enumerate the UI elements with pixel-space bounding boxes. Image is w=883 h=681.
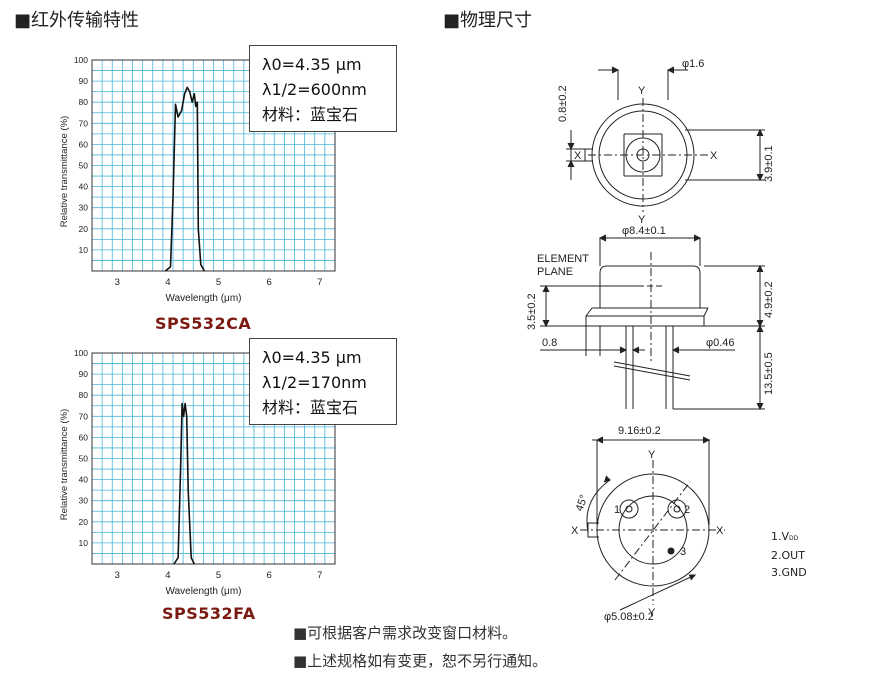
y-tick-label: 50 [79,161,89,171]
dim-phi508: φ5.08±0.2 [604,611,654,623]
y-tick-label: 90 [79,369,89,379]
x-tick-label: 4 [165,277,170,288]
dim-39: 3.9±0.1 [763,145,775,182]
x-tick-label: 3 [115,277,120,288]
material-text: 材料：蓝宝石 [262,398,359,417]
axis-y-bottom: Y [638,214,646,226]
y-tick-label: 10 [79,538,89,548]
y-tick-label: 10 [79,245,89,255]
transmittance-curve [164,86,206,272]
material-text: 材料：蓝宝石 [262,105,359,124]
half-width-text: λ1/2=600nm [262,80,367,99]
dim-phi84: φ8.4±0.1 [622,225,666,237]
y-tick-label: 60 [79,432,89,442]
note-window-material: ■可根据客户需求改变窗口材料。 [293,624,518,642]
lambda0-text: λ0=4.35 μm [262,348,362,367]
axis-y-bottom-top: Y [648,449,656,461]
axis-y-bottom-bottom: Y [648,607,656,619]
spec-box-1: λ0=4.35 μm λ1/2=600nm 材料：蓝宝石 [249,45,397,132]
x-tick-label: 6 [267,570,272,581]
section-title-dimensions: ■物理尺寸 [443,10,533,31]
axis-x-bottom-right: X [716,525,724,537]
y-tick-label: 40 [79,475,89,485]
y-tick-label: 50 [79,454,89,464]
y-tick-label: 70 [79,118,89,128]
x-tick-label: 4 [165,570,170,581]
y-axis-label: Relative transmittance (%) [59,116,70,227]
y-tick-label: 100 [74,55,88,65]
side-view: φ8.4±0.1 ELEMENT PLANE 3.5±0.2 4.9±0.2 1… [526,225,775,411]
spec-box-2: λ0=4.35 μm λ1/2=170nm 材料：蓝宝石 [249,338,397,425]
dim-lead08: 0.8 [542,337,557,349]
axis-y-top: Y [638,85,646,97]
y-axis-label: Relative transmittance (%) [59,409,70,520]
x-tick-label: 7 [317,570,322,581]
dim-916: 9.16±0.2 [618,425,661,437]
element-plane-2: PLANE [537,266,573,278]
axis-x-left: X [574,150,582,162]
dim-08: 0.8±0.2 [557,85,569,122]
pin-label-3: 3 [680,546,686,558]
dim-135: 13.5±0.5 [763,352,775,395]
dim-angle45: 45° [574,493,591,513]
y-tick-label: 70 [79,411,89,421]
y-tick-label: 30 [79,496,89,506]
axis-x-bottom-left: X [571,525,579,537]
plot-border [91,59,336,272]
x-axis-label: Wavelength (μm) [166,586,242,597]
dim-phi16: φ1.6 [682,58,704,70]
pin-label-2: 2 [684,504,690,516]
y-tick-label: 20 [79,224,89,234]
model-label-1: SPS532CA [155,314,252,333]
x-tick-label: 7 [317,277,322,288]
axis-x-right: X [710,150,718,162]
bottom-view: 9.16±0.2 Y Y X X 45° 1 2 3 φ5.08±0.2 [571,425,725,623]
y-tick-label: 20 [79,517,89,527]
y-tick-label: 60 [79,139,89,149]
note-spec-change: ■上述规格如有变更，恕不另行通知。 [293,652,548,670]
x-tick-label: 5 [216,277,221,288]
y-tick-label: 80 [79,97,89,107]
y-tick-label: 100 [74,348,88,358]
model-label-2: SPS532FA [162,604,256,623]
pin-gnd: 3.GND [771,566,807,579]
dim-35: 3.5±0.2 [526,293,538,330]
dim-49: 4.9±0.2 [763,281,775,318]
top-view: Y Y X X φ1.6 0.8±0.2 3.9±0.1 [557,58,775,226]
section-title-ir: ■红外传输特性 [14,10,140,31]
pin-label-1: 1 [614,504,620,516]
transmittance-curve [173,402,196,565]
x-tick-label: 6 [267,277,272,288]
half-width-text: λ1/2=170nm [262,373,367,392]
x-tick-label: 3 [115,570,120,581]
lambda0-text: λ0=4.35 μm [262,55,362,74]
y-tick-label: 90 [79,76,89,86]
y-tick-label: 30 [79,203,89,213]
pinout-list: 1.VDD 2.OUT 3.GND [771,528,807,581]
pin-out: 2.OUT [771,549,805,562]
x-axis-label: Wavelength (μm) [166,293,242,304]
y-tick-label: 80 [79,390,89,400]
y-tick-label: 40 [79,182,89,192]
mechanical-drawing: Y Y X X φ1.6 0.8±0.2 3.9±0.1 [526,58,775,623]
dim-phi046: φ0.46 [706,337,735,349]
plot-border [91,352,336,565]
pin-vdd: 1.VDD [771,530,799,543]
x-tick-label: 5 [216,570,221,581]
element-plane-1: ELEMENT [537,253,589,265]
